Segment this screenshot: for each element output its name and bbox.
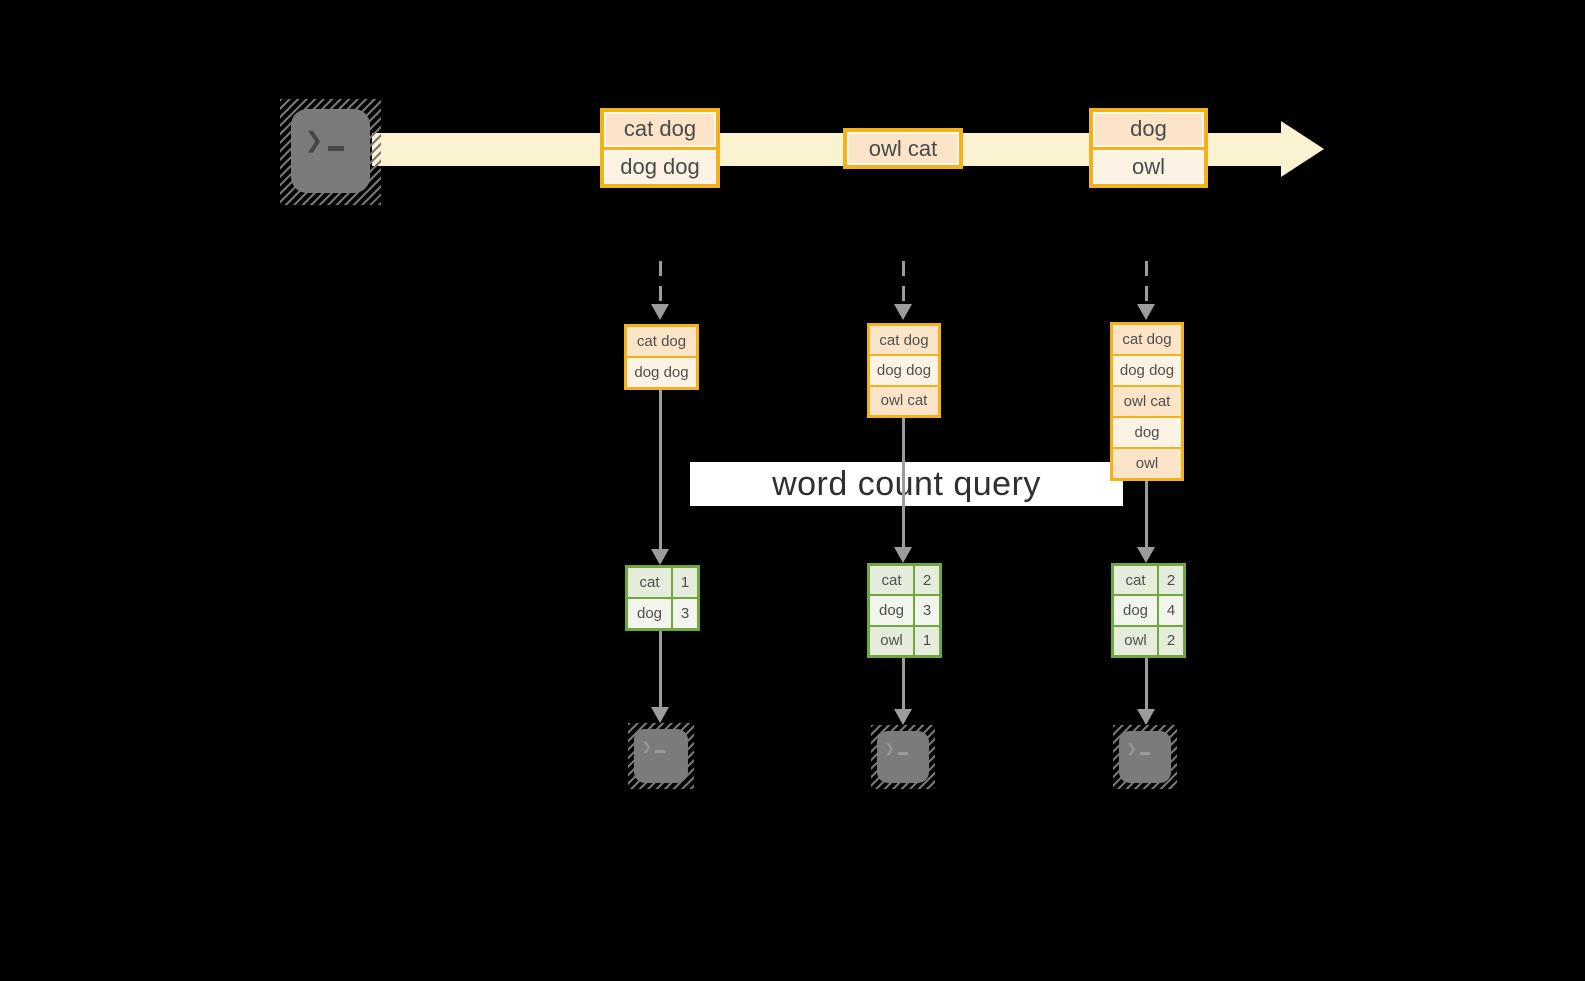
state-cell: owl cat xyxy=(870,384,938,415)
state-cell: owl cat xyxy=(1113,385,1181,416)
count-cell: 2 xyxy=(1166,571,1176,589)
arrow-down-icon xyxy=(894,547,912,563)
word-cell: dog xyxy=(870,596,915,625)
state-cell: cat dog xyxy=(870,326,938,355)
query-label-text: word count query xyxy=(772,464,1041,503)
arrow-down-icon xyxy=(1137,547,1155,563)
count-cell: 2 xyxy=(1166,632,1176,650)
word-cell: owl xyxy=(1114,626,1159,655)
table-row: cat 1 xyxy=(628,568,697,597)
output-terminal-icon: ❯ xyxy=(628,723,694,789)
event-cell: cat dog xyxy=(604,112,716,147)
stream-event-box-1: cat dog dog dog xyxy=(600,108,720,188)
ingest-arrow-dashed xyxy=(902,261,905,305)
arrow-down-icon xyxy=(1137,304,1155,320)
output-arrow xyxy=(659,631,662,708)
arrow-down-icon xyxy=(894,709,912,725)
state-cell: dog dog xyxy=(1113,354,1181,385)
stream-event-box-2: owl cat xyxy=(843,128,963,169)
event-cell: owl cat xyxy=(847,132,959,165)
stream-event-box-3: dog owl xyxy=(1089,108,1208,188)
ingest-arrow-dashed xyxy=(659,261,662,305)
terminal-prompt-icon: ❯ xyxy=(885,739,908,758)
count-cell: 4 xyxy=(1166,601,1176,619)
count-cell: 3 xyxy=(680,605,690,622)
word-cell: dog xyxy=(628,599,673,628)
state-cell: dog dog xyxy=(627,356,696,387)
count-cell: 2 xyxy=(922,571,932,589)
terminal-screen: ❯ xyxy=(1119,731,1171,783)
state-cell: cat dog xyxy=(1113,325,1181,354)
count-cell: 1 xyxy=(922,632,932,650)
query-arrow xyxy=(1145,481,1148,548)
count-cell: 3 xyxy=(922,601,932,619)
query-arrow xyxy=(902,418,905,548)
terminal-prompt-icon: ❯ xyxy=(642,737,665,756)
table-row: cat 2 xyxy=(1114,566,1183,595)
state-buffer-box-2: cat dog dog dog owl cat xyxy=(867,323,941,418)
output-arrow xyxy=(902,658,905,710)
arrow-down-icon xyxy=(894,304,912,320)
arrow-down-icon xyxy=(1137,709,1155,725)
word-count-table-2: cat 2 dog 3 owl 1 xyxy=(867,563,942,658)
table-row: cat 2 xyxy=(870,566,939,595)
event-cell: dog xyxy=(1093,112,1204,147)
terminal-screen: ❯ xyxy=(877,731,929,783)
word-cell: owl xyxy=(870,626,915,655)
word-cell: dog xyxy=(1114,596,1159,625)
word-cell: cat xyxy=(628,568,673,597)
terminal-prompt-icon: ❯ xyxy=(1127,739,1150,758)
output-terminal-icon: ❯ xyxy=(871,725,935,789)
output-terminal-icon: ❯ xyxy=(1113,725,1177,789)
arrow-down-icon xyxy=(651,549,669,565)
state-cell: dog dog xyxy=(870,354,938,385)
query-arrow xyxy=(659,390,662,550)
table-row: dog 3 xyxy=(870,594,939,625)
state-buffer-box-3: cat dog dog dog owl cat dog owl xyxy=(1110,322,1184,481)
state-cell: owl xyxy=(1113,447,1181,478)
table-row: owl 2 xyxy=(1114,624,1183,655)
stream-arrow-head-icon xyxy=(1281,121,1324,177)
count-cell: 1 xyxy=(680,574,690,591)
table-row: dog 3 xyxy=(628,597,697,628)
table-row: dog 4 xyxy=(1114,594,1183,625)
source-terminal-icon: ❯ xyxy=(280,99,381,205)
ingest-arrow-dashed xyxy=(1145,261,1148,305)
word-count-table-1: cat 1 dog 3 xyxy=(625,565,700,631)
word-cell: cat xyxy=(1114,566,1159,595)
query-label: word count query xyxy=(690,462,1123,506)
table-row: owl 1 xyxy=(870,624,939,655)
arrow-down-icon xyxy=(651,707,669,723)
state-buffer-box-1: cat dog dog dog xyxy=(624,324,699,390)
arrow-down-icon xyxy=(651,304,669,320)
event-cell: dog dog xyxy=(604,146,716,184)
word-cell: cat xyxy=(870,566,915,595)
state-cell: dog xyxy=(1113,416,1181,447)
terminal-screen: ❯ xyxy=(291,109,370,193)
state-cell: cat dog xyxy=(627,327,696,356)
terminal-prompt-icon: ❯ xyxy=(305,123,345,158)
event-cell: owl xyxy=(1093,146,1204,184)
terminal-screen: ❯ xyxy=(634,729,688,783)
output-arrow xyxy=(1145,658,1148,710)
word-count-table-3: cat 2 dog 4 owl 2 xyxy=(1111,563,1186,658)
